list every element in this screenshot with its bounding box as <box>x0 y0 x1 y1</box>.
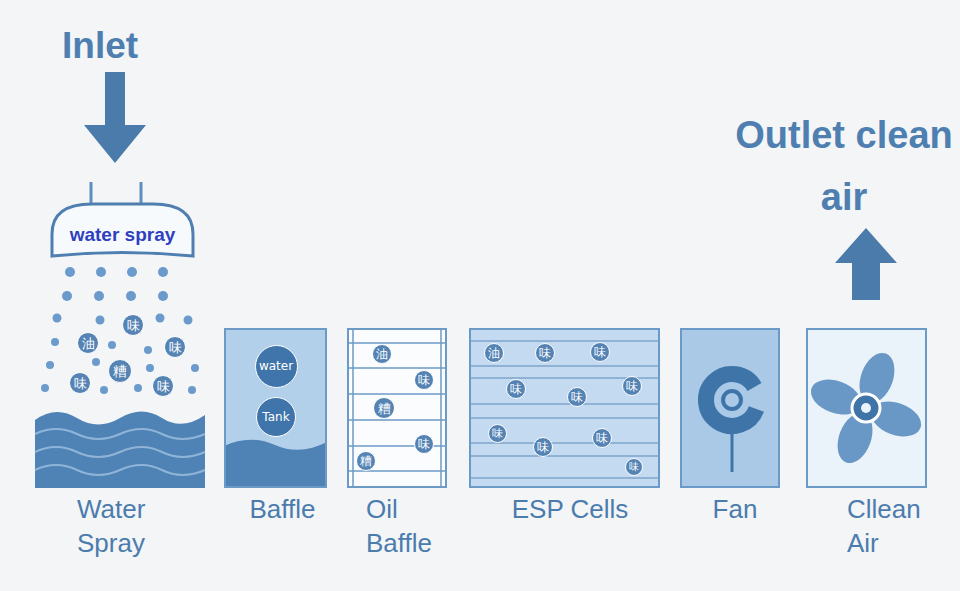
particle-label: 味 <box>418 438 430 450</box>
particle-label: 糟 <box>113 364 127 378</box>
particle-label: 味 <box>169 341 182 354</box>
water-basin <box>35 412 205 489</box>
esp-plates <box>469 341 660 478</box>
clean-air-fan <box>806 348 926 468</box>
baffle-box: BafflewaterTank <box>224 328 327 488</box>
fan-box: Fan <box>680 328 780 488</box>
particle-circle: 糟 <box>108 359 132 383</box>
particle-circle: 味 <box>567 387 587 407</box>
particle-label: 味 <box>594 346 606 358</box>
particle-label: 味 <box>418 374 430 386</box>
particle-label: 糟 <box>360 455 372 467</box>
particle-circle: 味 <box>506 379 526 399</box>
baffle-fill <box>224 328 327 488</box>
spray-head-label: water spray <box>70 224 176 246</box>
spray-head-shape <box>52 204 193 256</box>
particle-label: water <box>259 360 293 372</box>
outlet-label: Outlet clean air <box>734 104 954 228</box>
particle-label: 味 <box>537 441 549 453</box>
fan-icon <box>706 374 756 426</box>
particle-circle: 味 <box>533 437 553 457</box>
particle-circle: water <box>255 345 298 388</box>
particle-circle: 味 <box>414 370 434 390</box>
inlet-arrow <box>84 72 146 163</box>
spray-head: water spray <box>50 202 195 258</box>
particle-label: 油 <box>488 347 500 359</box>
particle-circle: 味 <box>590 342 610 362</box>
particle-label: 味 <box>626 380 638 392</box>
particle-circle: 味 <box>122 314 144 336</box>
oil-baffle-box: Oil Baffle油味糟味糟 <box>347 328 447 488</box>
particle-circle: 味 <box>592 428 612 448</box>
wave-lines <box>35 429 205 475</box>
oil-baffle-fill <box>347 328 447 488</box>
particle-label: 油 <box>82 337 95 350</box>
particle-label: 油 <box>376 348 388 360</box>
clean-air-fill <box>806 328 927 488</box>
particle-circle: 油 <box>77 332 99 354</box>
component-label: ESP Cells <box>490 492 650 526</box>
particle-circle: 味 <box>414 434 434 454</box>
baffle-plates <box>347 328 447 488</box>
fan-fill <box>680 328 780 488</box>
water-spray-section: Water Spray <box>35 405 205 488</box>
particle-label: 味 <box>492 428 503 439</box>
inlet-label: Inlet <box>62 22 172 70</box>
component-label: Cllean Air <box>847 492 952 560</box>
particle-label: 糟 <box>378 402 391 415</box>
esp-fill <box>469 328 660 488</box>
particle-circle: 味 <box>164 336 186 358</box>
particle-circle: 糟 <box>373 397 395 419</box>
particle-label: 味 <box>510 383 522 395</box>
particle-label: Tank <box>262 411 289 423</box>
particle-label: 味 <box>539 347 551 359</box>
particle-circle: 味 <box>152 375 174 397</box>
esp-cells-box: ESP Cells油味味味味味味味味味 <box>469 328 660 488</box>
particle-circle: 味 <box>625 458 643 476</box>
fan-hub <box>723 391 741 409</box>
spray-pipe <box>140 182 143 204</box>
particle-label: 味 <box>127 319 140 332</box>
particle-circle: Tank <box>256 397 296 437</box>
outlet-arrow <box>835 228 897 300</box>
particle-circle: 味 <box>535 343 555 363</box>
particle-label: 味 <box>629 462 639 472</box>
particle-circle: 糟 <box>356 451 376 471</box>
particle-label: 味 <box>596 432 608 444</box>
particle-circle: 油 <box>484 343 504 363</box>
particle-label: 味 <box>571 391 583 403</box>
clean-air-box: Cllean Air <box>806 328 927 488</box>
component-label: Fan <box>685 492 785 526</box>
component-label: Baffle <box>224 492 341 526</box>
tank-water <box>224 440 327 488</box>
particle-circle: 味 <box>622 376 642 396</box>
particle-circle: 油 <box>372 344 392 364</box>
spray-pipe <box>90 182 93 204</box>
particle-label: 味 <box>74 377 87 390</box>
water-droplets <box>41 267 199 394</box>
component-label: Water Spray <box>77 492 187 560</box>
particle-circle: 味 <box>488 424 507 443</box>
particle-label: 味 <box>157 380 170 393</box>
component-label: Oil Baffle <box>366 492 466 560</box>
particle-circle: 味 <box>69 372 91 394</box>
